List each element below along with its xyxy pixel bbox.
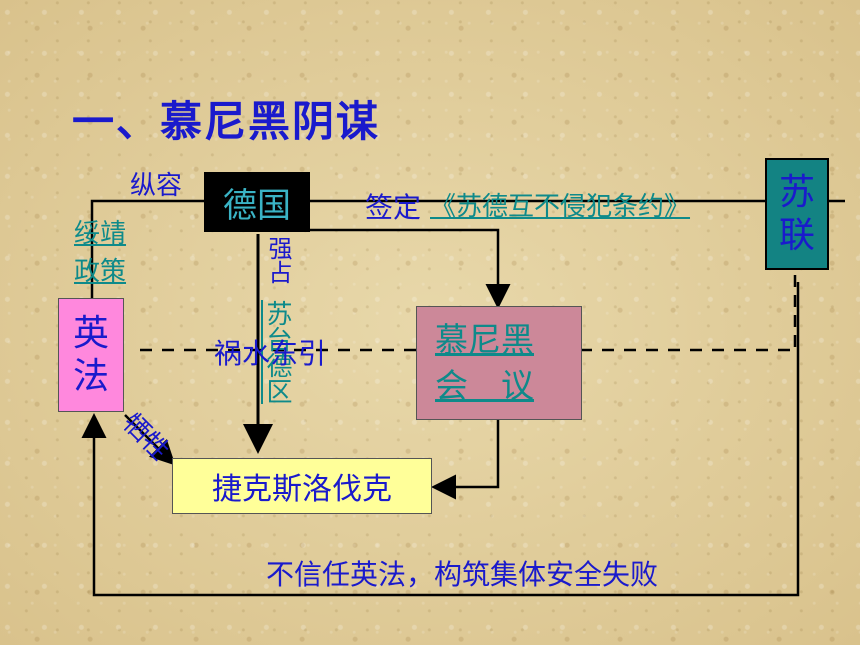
distrust-loop	[81, 282, 800, 597]
page-title: 一、慕尼黑阴谋	[72, 97, 381, 146]
munich-czech-arrow	[431, 420, 500, 500]
divert-label: 祸水东引	[214, 337, 327, 370]
munich-node: 慕尼黑会 议	[416, 306, 582, 420]
munich-label[interactable]: 慕尼黑会 议	[435, 319, 534, 405]
britain-czech-arrow	[124, 414, 176, 466]
pact-link[interactable]: 《苏德互不侵犯条约》	[430, 192, 691, 222]
occupy-label: 强占	[264, 236, 292, 284]
appeasement-link[interactable]: 绥靖政策	[74, 219, 127, 287]
germany-node: 德国	[204, 172, 310, 232]
czech-node: 捷克斯洛伐克	[172, 458, 432, 514]
czech-label: 捷克斯洛伐克	[212, 472, 392, 507]
indulge-label: 纵容	[130, 171, 183, 201]
britain-france-label: 英法	[73, 312, 110, 397]
germany-label: 德国	[223, 185, 291, 226]
sign-label: 签定	[365, 191, 422, 224]
britain-germany-line	[90, 199, 205, 298]
britain-france-node: 英法	[58, 298, 124, 412]
distrust-label: 不信任英法，构筑集体安全失败	[266, 558, 659, 591]
sudeten-link[interactable]: 苏台德区	[262, 300, 292, 404]
germany-munich-arrow	[230, 228, 511, 309]
soviet-label: 苏联	[779, 171, 816, 256]
soviet-node: 苏联	[765, 158, 829, 270]
